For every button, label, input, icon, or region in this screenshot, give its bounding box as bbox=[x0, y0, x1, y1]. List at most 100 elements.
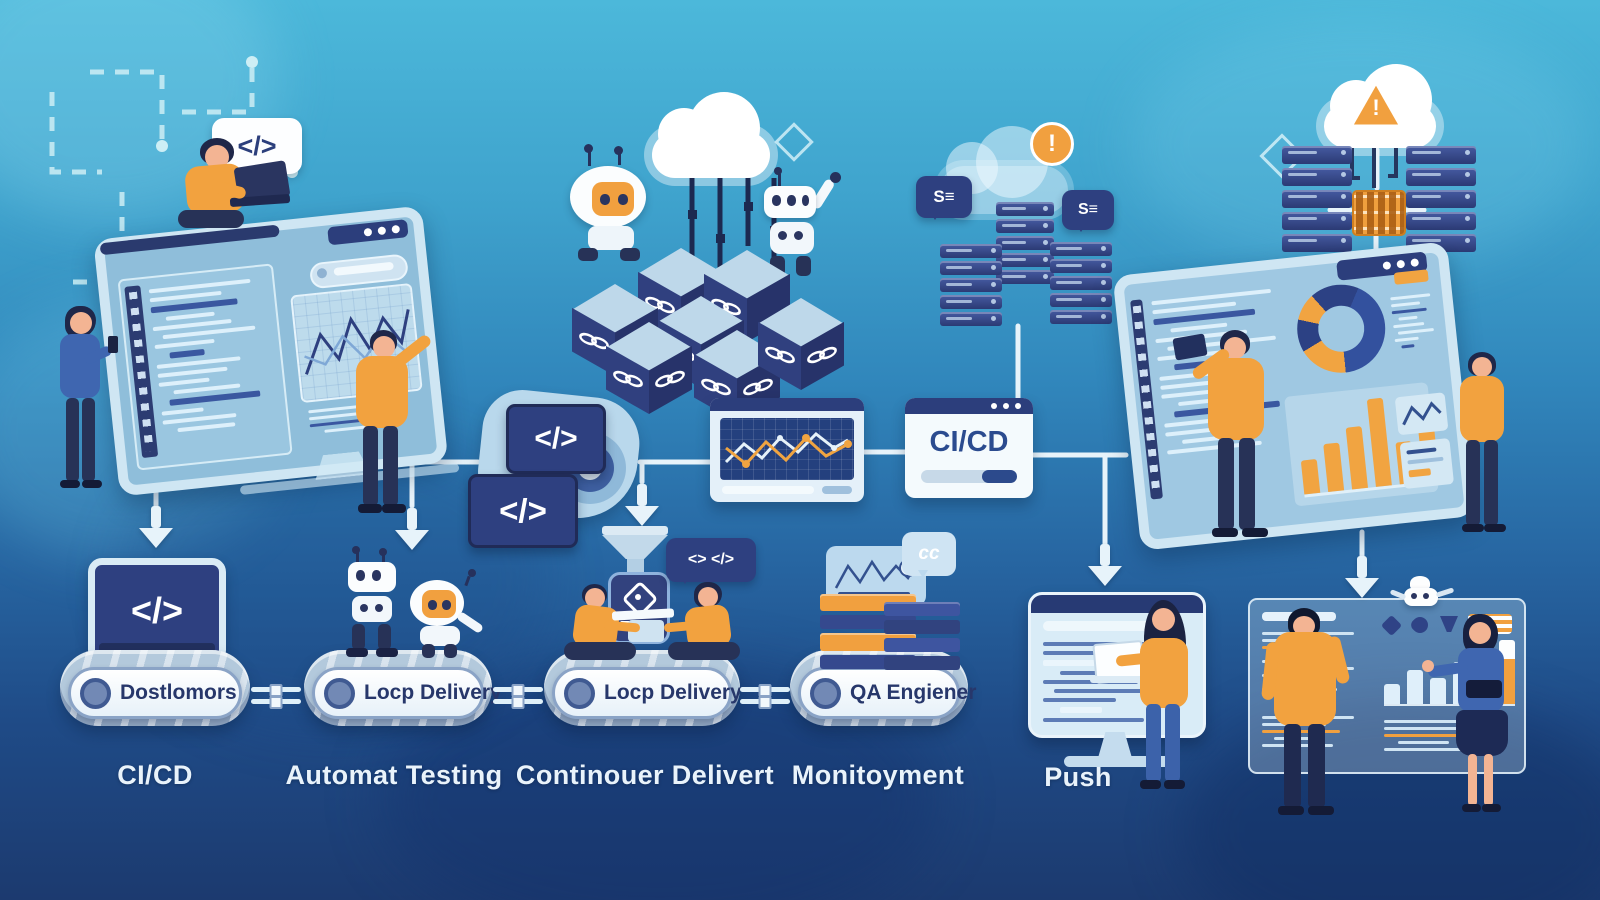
person-shoe bbox=[1462, 524, 1484, 532]
decor bbox=[625, 506, 659, 526]
decor bbox=[1282, 168, 1352, 186]
decor bbox=[940, 278, 1002, 292]
decor bbox=[765, 346, 795, 364]
person-torso bbox=[1460, 376, 1504, 442]
decor bbox=[743, 378, 773, 396]
robot-body bbox=[352, 596, 392, 622]
woman-with-laptop bbox=[1090, 598, 1234, 798]
decor bbox=[655, 374, 673, 388]
person-leg bbox=[1484, 440, 1498, 526]
decor bbox=[1396, 259, 1406, 269]
decor bbox=[996, 236, 1054, 250]
code-line bbox=[1384, 734, 1474, 737]
person-head bbox=[1224, 337, 1246, 359]
person-torso bbox=[1140, 638, 1188, 708]
decor bbox=[1406, 146, 1476, 164]
stage-caption: CI/CD bbox=[117, 760, 193, 790]
decor bbox=[1050, 242, 1112, 256]
code-line bbox=[161, 407, 204, 416]
person-legs bbox=[564, 642, 636, 660]
decor bbox=[422, 644, 435, 658]
decor bbox=[713, 382, 731, 396]
dashboard-frame bbox=[1112, 241, 1476, 551]
conveyor-belt-2: Locp Delivery bbox=[304, 650, 502, 726]
person-skirt bbox=[1456, 710, 1508, 756]
line-chart-window bbox=[710, 398, 864, 502]
code-line bbox=[1384, 727, 1459, 730]
decor bbox=[765, 346, 783, 360]
decor bbox=[584, 144, 593, 153]
decor bbox=[1050, 276, 1112, 290]
decor bbox=[378, 624, 391, 650]
decor bbox=[1282, 190, 1352, 208]
decor bbox=[1408, 468, 1432, 478]
decor bbox=[794, 231, 803, 240]
window-titlebar bbox=[905, 398, 1033, 414]
decor bbox=[1282, 146, 1352, 164]
decor bbox=[613, 370, 643, 388]
decor bbox=[1345, 426, 1368, 490]
code-monitor-frame: </> bbox=[88, 558, 226, 664]
code-line bbox=[156, 356, 241, 369]
code-line bbox=[148, 278, 251, 294]
decor bbox=[1345, 578, 1379, 598]
person-legs bbox=[668, 642, 740, 660]
belt-connector bbox=[251, 680, 301, 710]
decor bbox=[884, 602, 960, 616]
decor bbox=[391, 224, 401, 234]
decor bbox=[778, 231, 787, 240]
search-knob bbox=[316, 267, 328, 279]
mini-drone bbox=[1389, 576, 1456, 624]
testing-robot-crouch bbox=[404, 569, 490, 662]
decor bbox=[787, 195, 796, 206]
decor bbox=[1406, 447, 1437, 455]
decor bbox=[356, 552, 359, 564]
code-line bbox=[1151, 288, 1271, 306]
decor bbox=[688, 210, 697, 219]
se-glyph: S≡ bbox=[1077, 201, 1098, 218]
down-arrow bbox=[395, 508, 429, 550]
decor bbox=[716, 234, 725, 243]
decor bbox=[614, 146, 623, 155]
person-shoe bbox=[1484, 524, 1506, 532]
person-leg bbox=[1308, 724, 1325, 808]
decor bbox=[1043, 621, 1153, 631]
person-leg bbox=[1484, 754, 1493, 806]
decor bbox=[802, 434, 810, 442]
down-arrow bbox=[139, 506, 173, 548]
code-line bbox=[1391, 307, 1427, 315]
decor bbox=[774, 167, 782, 175]
robot-orange bbox=[562, 144, 658, 262]
code-line bbox=[1384, 720, 1490, 723]
person-leg bbox=[1165, 704, 1180, 782]
decor bbox=[1357, 556, 1367, 578]
down-arrow bbox=[625, 484, 659, 526]
decor bbox=[99, 643, 215, 653]
alert-badge: ! bbox=[1030, 122, 1074, 166]
decor bbox=[352, 624, 365, 650]
conveyor-belt-1: Dostlomors bbox=[60, 650, 250, 726]
decor bbox=[755, 378, 773, 392]
decor bbox=[613, 370, 631, 384]
pair-programmer-left bbox=[556, 584, 652, 664]
person-head bbox=[70, 312, 92, 334]
decor bbox=[1402, 401, 1442, 426]
log-cards-right bbox=[884, 602, 960, 670]
decor bbox=[493, 699, 543, 704]
decor bbox=[49, 92, 102, 175]
progress-fill bbox=[982, 470, 1017, 483]
decor bbox=[743, 382, 761, 396]
decor bbox=[602, 535, 668, 559]
chart-panel bbox=[720, 418, 854, 480]
code-check-bubble: cc bbox=[902, 532, 956, 578]
person-head bbox=[373, 336, 395, 358]
robot-body bbox=[588, 226, 634, 250]
decor bbox=[182, 62, 255, 115]
decor bbox=[724, 432, 849, 464]
person-shoe bbox=[1278, 806, 1304, 815]
decor bbox=[1050, 259, 1112, 273]
decor bbox=[645, 296, 663, 310]
robot-body bbox=[770, 222, 814, 254]
decor bbox=[1366, 397, 1392, 487]
person-shoe bbox=[82, 480, 102, 488]
